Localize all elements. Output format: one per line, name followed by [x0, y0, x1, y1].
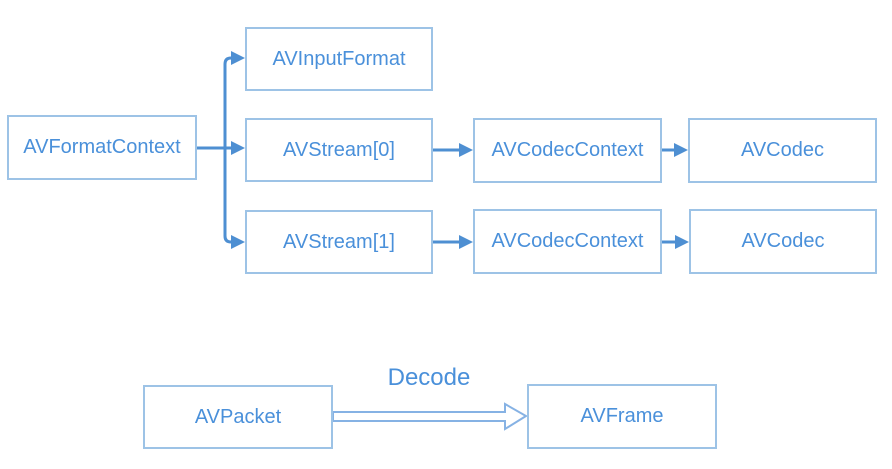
arrowhead-codeccontext2	[459, 235, 473, 249]
node-label: AVCodec	[741, 230, 825, 252]
node-label: AVInputFormat	[272, 47, 406, 70]
arrowhead-codec1	[674, 143, 688, 157]
arrowhead-codeccontext1	[459, 143, 473, 157]
node-label: AVPacket	[194, 405, 282, 428]
node-avstream1: AVStream[1]	[245, 210, 433, 274]
node-avstream0: AVStream[0]	[245, 118, 433, 182]
node-avcodec-row2: AVCodec	[689, 209, 877, 274]
node-label: AVStream[1]	[283, 230, 395, 253]
node-label: AVCodecContext	[491, 230, 644, 252]
node-avpacket: AVPacket	[143, 385, 333, 449]
arrowhead-stream1	[231, 235, 245, 249]
node-avframe: AVFrame	[527, 384, 717, 449]
node-avinputformat: AVInputFormat	[245, 27, 433, 91]
arrowhead-codec2	[675, 235, 689, 249]
decode-edge-label: Decode	[387, 364, 471, 391]
node-avcodeccontext-row1: AVCodecContext	[473, 118, 662, 183]
decode-arrow	[332, 402, 528, 431]
node-label: AVFrame	[580, 405, 664, 427]
node-label: AVStream[0]	[283, 138, 395, 161]
node-label: AVCodecContext	[491, 139, 644, 161]
connector-branch-spine	[223, 56, 233, 244]
node-avcodeccontext-row2: AVCodecContext	[473, 209, 662, 274]
node-label: AVFormatContext	[23, 136, 181, 158]
arrowhead-inputformat	[231, 51, 245, 65]
node-avcodec-row1: AVCodec	[688, 118, 877, 183]
node-label: AVCodec	[740, 139, 824, 161]
arrowhead-stream0	[231, 141, 245, 155]
node-avformatcontext: AVFormatContext	[7, 115, 197, 180]
